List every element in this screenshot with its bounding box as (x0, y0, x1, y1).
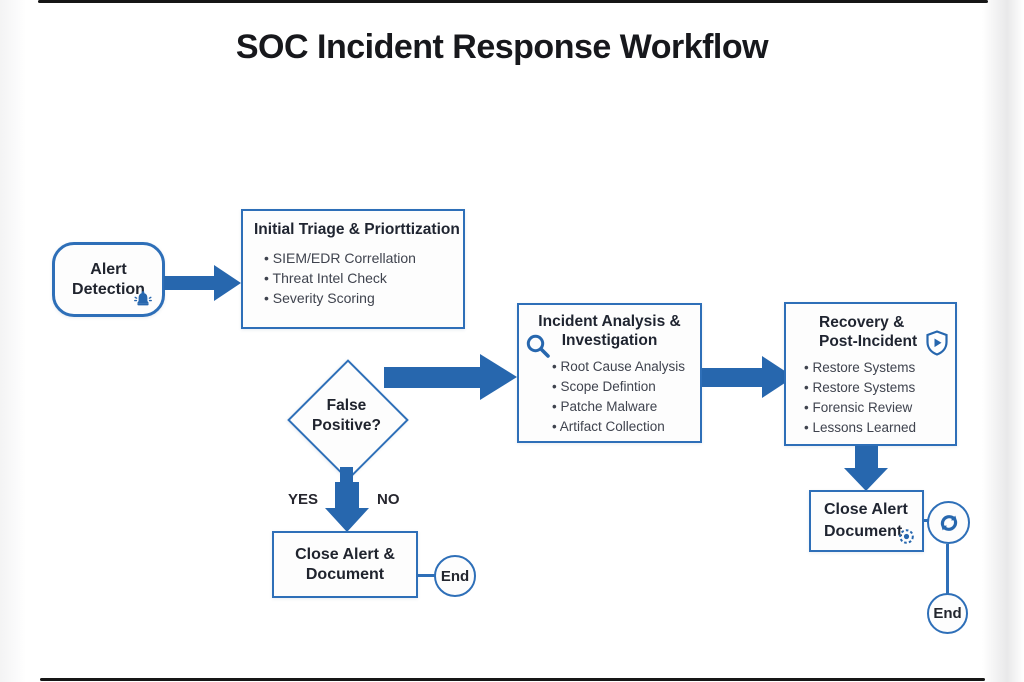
refresh-icon (940, 514, 957, 531)
page-title: SOC Incident Response Workflow (235, 28, 769, 66)
node-close-alert-center: Close Alert & Document (272, 531, 418, 598)
arrow-alert-to-triage-head (214, 265, 241, 301)
node-recovery: Recovery & Post-Incident Restore Systems… (784, 302, 957, 446)
arrow-decision-down-stub (340, 467, 353, 483)
recovery-bullet: Restore Systems (804, 358, 955, 378)
node-close-alert-right: Close Alert Document (809, 490, 924, 552)
branch-label-yes: YES (288, 491, 319, 508)
triage-bullet: Threat Intel Check (264, 268, 463, 288)
page-edge-right (982, 0, 1024, 682)
loop-node (927, 501, 970, 544)
alert-detection-label: Alert Detection (72, 260, 145, 298)
triage-title: Initial Triage & Priorttization (254, 221, 460, 238)
end-right-label: End (933, 605, 962, 622)
page-edge-left (0, 0, 26, 682)
arrow-decision-down-head (325, 508, 369, 532)
page-border-top (38, 0, 988, 3)
connector-close-to-end (418, 574, 435, 577)
triage-bullet: Severity Scoring (264, 288, 463, 308)
recovery-bullet: Restore Systems (804, 378, 955, 398)
arrow-alert-to-triage-shaft (164, 276, 214, 290)
incident-bullet: Scope Defintion (552, 377, 700, 397)
arrow-decision-to-incident-head (480, 354, 517, 400)
terminator-end-center: End (434, 555, 476, 597)
connector-close-to-loop (923, 519, 930, 522)
close-alert-center-label: Close Alert & Document (295, 545, 395, 583)
arrow-decision-to-incident-shaft (384, 367, 480, 388)
magnifier-icon (526, 334, 550, 358)
incident-bullet: Artifact Collection (552, 417, 700, 437)
false-positive-label: False Positive? (312, 397, 381, 435)
arrow-decision-down-shaft (335, 482, 359, 508)
recovery-bullet: Lessons Learned (804, 418, 955, 438)
incident-title: Incident Analysis & Investigation (538, 313, 681, 350)
branch-label-no: NO (377, 491, 400, 508)
close-alert-right-label: Close Alert Document (824, 501, 908, 541)
alarm-bell-icon (134, 291, 152, 306)
recovery-bullet: Forensic Review (804, 398, 955, 418)
triage-bullet: SIEM/EDR Correllation (264, 248, 463, 268)
shield-icon (926, 330, 948, 356)
end-center-label: End (440, 567, 470, 585)
dotted-target-icon (899, 529, 914, 544)
incident-bullet: Root Cause Analysis (552, 357, 700, 377)
node-alert-detection: Alert Detection (52, 242, 165, 317)
arrow-incident-to-recovery-shaft (702, 368, 762, 387)
arrow-recovery-down-shaft (855, 446, 878, 468)
arrow-recovery-down-head (844, 468, 888, 491)
node-initial-triage: Initial Triage & Priorttization SIEM/EDR… (241, 209, 465, 329)
terminator-end-right: End (927, 593, 968, 634)
node-incident-analysis: Incident Analysis & Investigation Root C… (517, 303, 702, 443)
connector-loop-to-end (946, 544, 949, 594)
page-border-bottom (40, 678, 985, 681)
incident-bullet: Patche Malware (552, 397, 700, 417)
recovery-title: Recovery & Post-Incident (819, 314, 918, 351)
